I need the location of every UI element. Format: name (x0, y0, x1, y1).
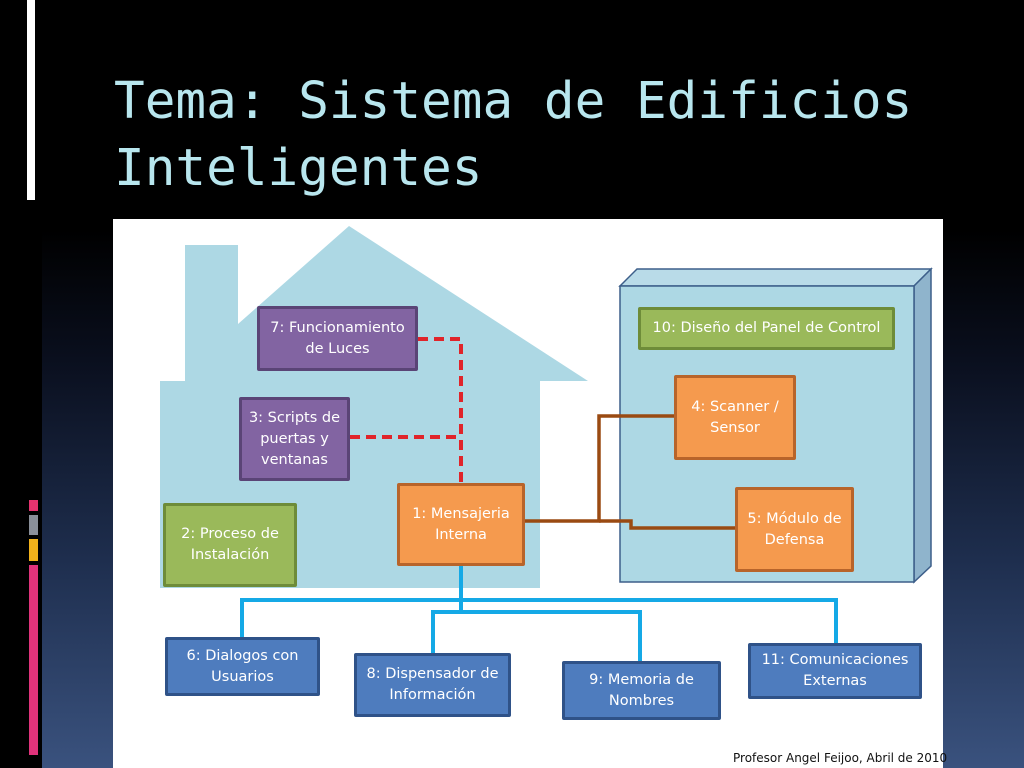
box-mensajeria-interna: 1: Mensajeria Interna (397, 483, 525, 566)
decor-stripe-pink (29, 500, 38, 511)
title-line-1: Tema: Sistema de Edificios (114, 72, 913, 131)
box-scripts-puertas: 3: Scripts de puertas y ventanas (239, 397, 350, 481)
title-line-2: Inteligentes (114, 139, 483, 198)
box-modulo-defensa: 5: Módulo de Defensa (735, 487, 854, 572)
box-memoria-nombres: 9: Memoria de Nombres (562, 661, 721, 720)
box-scanner-sensor: 4: Scanner / Sensor (674, 375, 796, 460)
box-comunicaciones-externas: 11: Comunicaciones Externas (748, 643, 922, 699)
decor-stripe-white (27, 0, 35, 200)
connector-bus-8-9 (431, 610, 642, 662)
box3d-top (618, 268, 933, 287)
decor-stripe-magenta (29, 565, 38, 755)
decor-stripe-gray (29, 515, 38, 535)
box-funcionamiento-luces: 7: Funcionamiento de Luces (257, 306, 418, 371)
box-proceso-instalacion: 2: Proceso de Instalación (163, 503, 297, 587)
connector-1-4 (524, 414, 676, 523)
decor-stripe-yellow (29, 539, 38, 561)
box-dialogos-usuarios: 6: Dialogos con Usuarios (165, 637, 320, 696)
box-dispensador-informacion: 8: Dispensador de Información (354, 653, 511, 717)
connector-bus-6-11 (240, 598, 838, 644)
box3d-side (913, 267, 932, 584)
dashed-connectors (350, 337, 463, 483)
brown-connectors (524, 414, 737, 530)
slide-title: Tema: Sistema de Edificios Inteligentes (114, 68, 994, 202)
connector-1-5 (599, 519, 737, 530)
author-credit: Profesor Angel Feijoo, Abril de 2010 (733, 751, 948, 765)
blue-connectors (240, 565, 838, 662)
box-diseno-panel-control: 10: Diseño del Panel de Control (638, 307, 895, 350)
